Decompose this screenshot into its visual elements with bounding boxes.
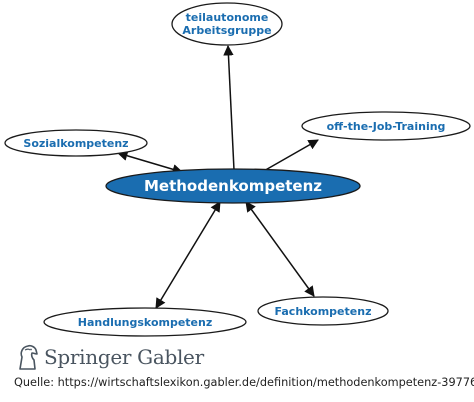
node-sozialkompetenz: Sozialkompetenz — [4, 129, 148, 157]
edge-center-to-teilautonome — [223, 44, 235, 171]
node-teilautonome-arbeitsgruppe: teilautonome Arbeitsgruppe — [171, 2, 283, 46]
logo-sub: Gabler — [137, 345, 204, 369]
node-label: off-the-Job-Training — [327, 120, 446, 133]
center-label: Methodenkompetenz — [144, 177, 322, 195]
node-fachkompetenz: Fachkompetenz — [257, 296, 389, 326]
node-handlungskompetenz: Handlungskompetenz — [43, 307, 247, 337]
edge-center-fach — [245, 201, 315, 297]
springer-horse-icon — [19, 344, 38, 370]
node-label-line-1: teilautonome — [186, 11, 269, 24]
concept-diagram: teilautonome Arbeitsgruppe Sozialkompete… — [4, 2, 471, 337]
node-off-the-job-training: off-the-Job-Training — [301, 111, 471, 141]
edge-center-to-offjob — [261, 139, 319, 173]
logo-brand: Springer — [44, 345, 132, 369]
edge-center-handlung — [155, 201, 221, 309]
source-citation: Quelle: https://wirtschaftslexikon.gable… — [14, 376, 474, 389]
node-label: Handlungskompetenz — [78, 316, 213, 329]
node-label-line-2: Arbeitsgruppe — [182, 24, 271, 37]
edge-center-sozial — [116, 150, 184, 175]
node-methodenkompetenz: Methodenkompetenz — [105, 168, 361, 204]
node-label: Fachkompetenz — [275, 305, 372, 318]
node-label: Sozialkompetenz — [23, 137, 128, 150]
